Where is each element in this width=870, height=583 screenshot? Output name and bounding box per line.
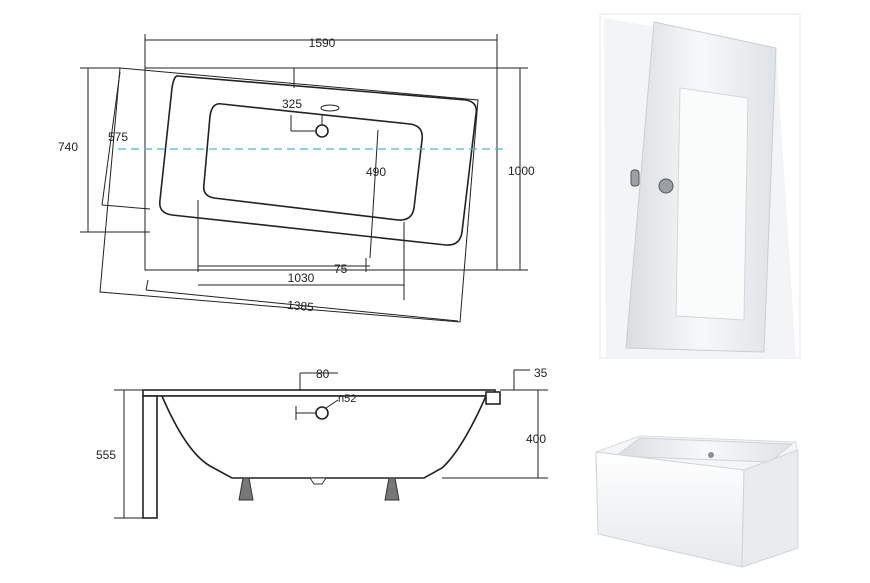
overflow-photo-icon [630, 169, 640, 187]
outer-outline [144, 67, 498, 271]
end-cap [485, 391, 501, 405]
dim-drain-offset: 325 [282, 97, 302, 111]
front-panel [142, 395, 158, 519]
tub-rim-side [142, 389, 496, 397]
dim-bottom-length: 1030 [288, 271, 315, 285]
side-view: n52 80 35 400 555 [96, 366, 548, 519]
product-photo-top [599, 13, 801, 359]
tub-body-side [160, 395, 488, 479]
dim-tilted-width: 740 [58, 140, 78, 154]
tub-basin [202, 102, 424, 221]
dim-tilted-inner: 575 [108, 130, 128, 144]
product-photo-side [595, 435, 799, 568]
dim-rim-height: 400 [526, 432, 546, 446]
dim-bottom-offset: 75 [334, 262, 348, 276]
overflow-slot [320, 104, 340, 112]
dim-overflow-diameter: n52 [338, 393, 356, 405]
dim-overflow-offset: 80 [316, 367, 330, 381]
dim-tilted-length: 1385 [286, 298, 314, 315]
foot-left [238, 477, 254, 501]
drain-photo-icon [658, 178, 674, 194]
drain-icon [315, 124, 329, 138]
top-view: 1590 1000 740 575 325 490 1030 75 1385 [58, 34, 535, 323]
dim-overall-width: 1590 [309, 36, 336, 50]
dim-inner-depth: 490 [366, 165, 386, 179]
foot-right [384, 477, 400, 501]
dim-total-height: 555 [96, 448, 116, 462]
overflow-icon [315, 406, 329, 420]
dim-overall-depth: 1000 [508, 164, 535, 178]
dim-rim-thickness: 35 [534, 366, 548, 380]
tilted-outline [99, 67, 479, 323]
